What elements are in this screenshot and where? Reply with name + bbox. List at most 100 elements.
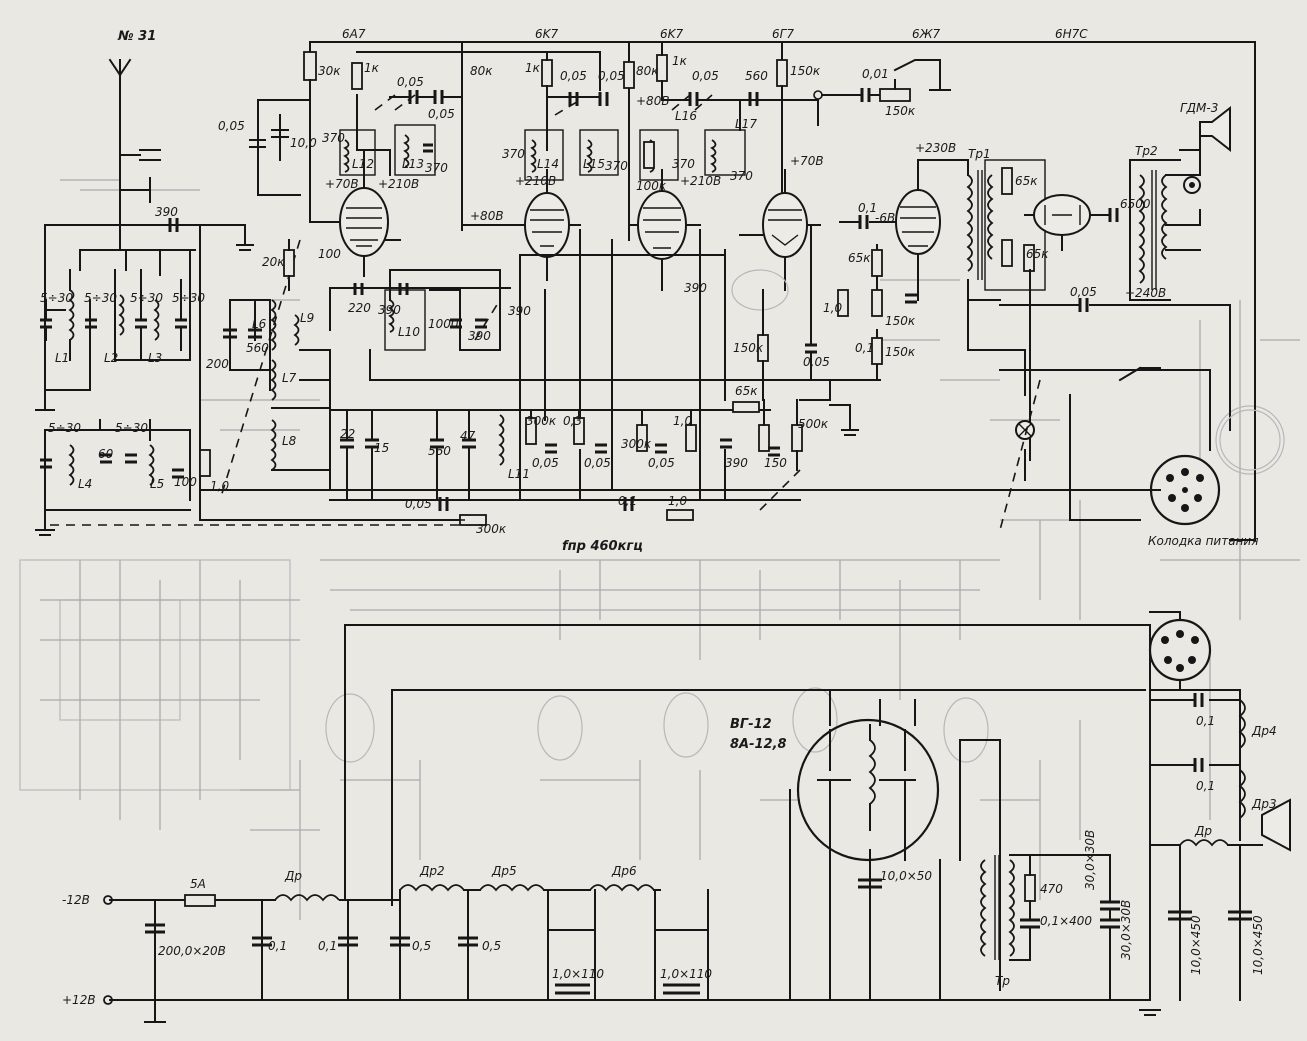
speaker-bottom-icon xyxy=(1261,798,1291,852)
label-20k: 20к xyxy=(262,255,285,269)
label-005-m4: 0,05 xyxy=(803,355,830,369)
label-150k-b: 150к xyxy=(885,314,916,328)
label-L2: L2 xyxy=(104,351,118,365)
rf-switch-section xyxy=(199,239,521,501)
vibrator xyxy=(789,689,1001,1001)
tube-label-6k7-b: 6K7 xyxy=(660,27,684,41)
label-10-450-a: 10,0×450 xyxy=(1189,915,1203,975)
label-30k: 30к xyxy=(318,64,341,78)
label-5-30-b: 5÷30 xyxy=(84,291,117,305)
label-6500: 6500 xyxy=(1120,197,1151,211)
speaker-label: ГДМ-3 xyxy=(1180,101,1218,115)
label-dr5: Др5 xyxy=(491,864,517,878)
label-150k-c: 150к xyxy=(885,345,916,359)
label-200-20: 200,0×20В xyxy=(158,944,226,958)
label-370-b: 370 xyxy=(425,161,448,175)
label-30-300-b: 30,0×30В xyxy=(1119,900,1133,960)
tube-6k7-a xyxy=(461,51,619,281)
label-1-0-m2: 1,0 xyxy=(668,494,687,508)
label-65k-tr1b: 65к xyxy=(1026,247,1049,261)
power-connector-bottom xyxy=(1148,611,1241,841)
label-dr-right: Др xyxy=(1194,824,1212,838)
label-390-left: 390 xyxy=(155,205,178,219)
label-v8: +230В xyxy=(915,141,956,155)
label-15: 15 xyxy=(374,441,389,455)
label-65k-m: 65к xyxy=(735,384,758,398)
label-10-50: 10,0×50 xyxy=(880,869,932,883)
label-150k-top: 150к xyxy=(790,64,821,78)
label-200: 200 xyxy=(206,357,229,371)
converter-section xyxy=(103,611,1291,1023)
label-L5: L5 xyxy=(150,477,164,491)
label-80k-b: 80к xyxy=(636,64,659,78)
tr2-label: Тр2 xyxy=(1135,144,1158,158)
label-005-c: 0,05 xyxy=(560,69,587,83)
labels: № 31 6A7 6K7 6K7 6Г7 6Ж7 6H7C ГДМ-3 Тр1 … xyxy=(40,27,1277,1007)
label-220: 220 xyxy=(348,301,371,315)
label-0-1-b: 0,1 xyxy=(855,341,874,355)
label-10-450-b: 10,0×450 xyxy=(1251,915,1265,975)
label-1-110-a: 1,0×110 xyxy=(552,967,604,981)
label-v4: +210В xyxy=(515,174,556,188)
page-mark: № 31 xyxy=(117,29,156,44)
label-005-b: 0,05 xyxy=(428,107,455,121)
tube-6g7 xyxy=(731,59,951,311)
label-80k-a: 80к xyxy=(470,64,493,78)
label-300k-b: 300к xyxy=(621,437,652,451)
label-390-mid: 390 xyxy=(684,281,707,295)
label-v1: +70В xyxy=(325,177,359,191)
label-0-5-a: 0,5 xyxy=(412,939,431,953)
label-560-b: 560 xyxy=(428,444,451,458)
label-L15: L15 xyxy=(583,157,605,171)
label-0-1-a: 0,1 xyxy=(858,201,877,215)
label-65k-a: 65к xyxy=(848,251,871,265)
label-0-1-r1: 0,1 xyxy=(1196,714,1215,728)
label-vg12: ВГ-12 xyxy=(730,717,772,732)
label-0-1-400: 0,1×400 xyxy=(1040,914,1092,928)
label-005-tr: 0,05 xyxy=(1070,285,1097,299)
power-connector-top xyxy=(1149,409,1281,526)
label-L3: L3 xyxy=(148,351,162,365)
label-370-f: 370 xyxy=(730,169,753,183)
tube-label-6g7: 6Г7 xyxy=(772,27,794,41)
power-connector-label: Колодка питания xyxy=(1148,534,1258,548)
tube-label-6zh7: 6Ж7 xyxy=(912,27,941,41)
label-0-1-b2: 0,1 xyxy=(318,939,337,953)
label-tr-bottom: Тр xyxy=(995,974,1010,988)
label-10: 10,0 xyxy=(290,136,317,150)
label-1k-b: 1к xyxy=(525,61,541,75)
label-L10: L10 xyxy=(398,325,420,339)
label-L14: L14 xyxy=(537,157,559,171)
sw-tanks xyxy=(40,419,470,531)
label-L16: L16 xyxy=(675,109,697,123)
label-100: 100 xyxy=(318,247,341,261)
label-v2: +210В xyxy=(378,177,419,191)
label-300k-a: 300к xyxy=(526,414,557,428)
label-plus12: +12В xyxy=(62,993,96,1007)
label-1k-a: 1к xyxy=(364,61,380,75)
label-005-m3: 0,05 xyxy=(648,456,675,470)
transformer-tr1 xyxy=(966,159,1046,461)
label-150: 150 xyxy=(764,456,787,470)
tube-6k7-b xyxy=(623,41,746,291)
label-390-r2: 390 xyxy=(508,304,531,318)
label-370-d: 370 xyxy=(605,159,628,173)
label-390-b: 390 xyxy=(725,456,748,470)
label-L12: L12 xyxy=(352,157,374,171)
label-0-1-r2: 0,1 xyxy=(1196,779,1215,793)
label-v5: +80В xyxy=(636,94,670,108)
label-0-3: 0,3 xyxy=(563,414,582,428)
label-5-30-c: 5÷30 xyxy=(130,291,163,305)
label-65k-tr1: 65к xyxy=(1015,174,1038,188)
label-390-m: 390 xyxy=(378,303,401,317)
input-tanks xyxy=(40,249,191,391)
label-dr6: Др6 xyxy=(611,864,637,878)
label-005-e: 0,05 xyxy=(692,69,719,83)
label-1-0-m: 1,0 xyxy=(673,414,692,428)
label-001: 0,01 xyxy=(862,67,889,81)
label-30-300-a: 30,0×30В xyxy=(1083,830,1097,890)
label-5-30-d: 5÷30 xyxy=(172,291,205,305)
label-v6: +210В xyxy=(680,174,721,188)
label-dr3: Др3 xyxy=(1251,797,1277,811)
